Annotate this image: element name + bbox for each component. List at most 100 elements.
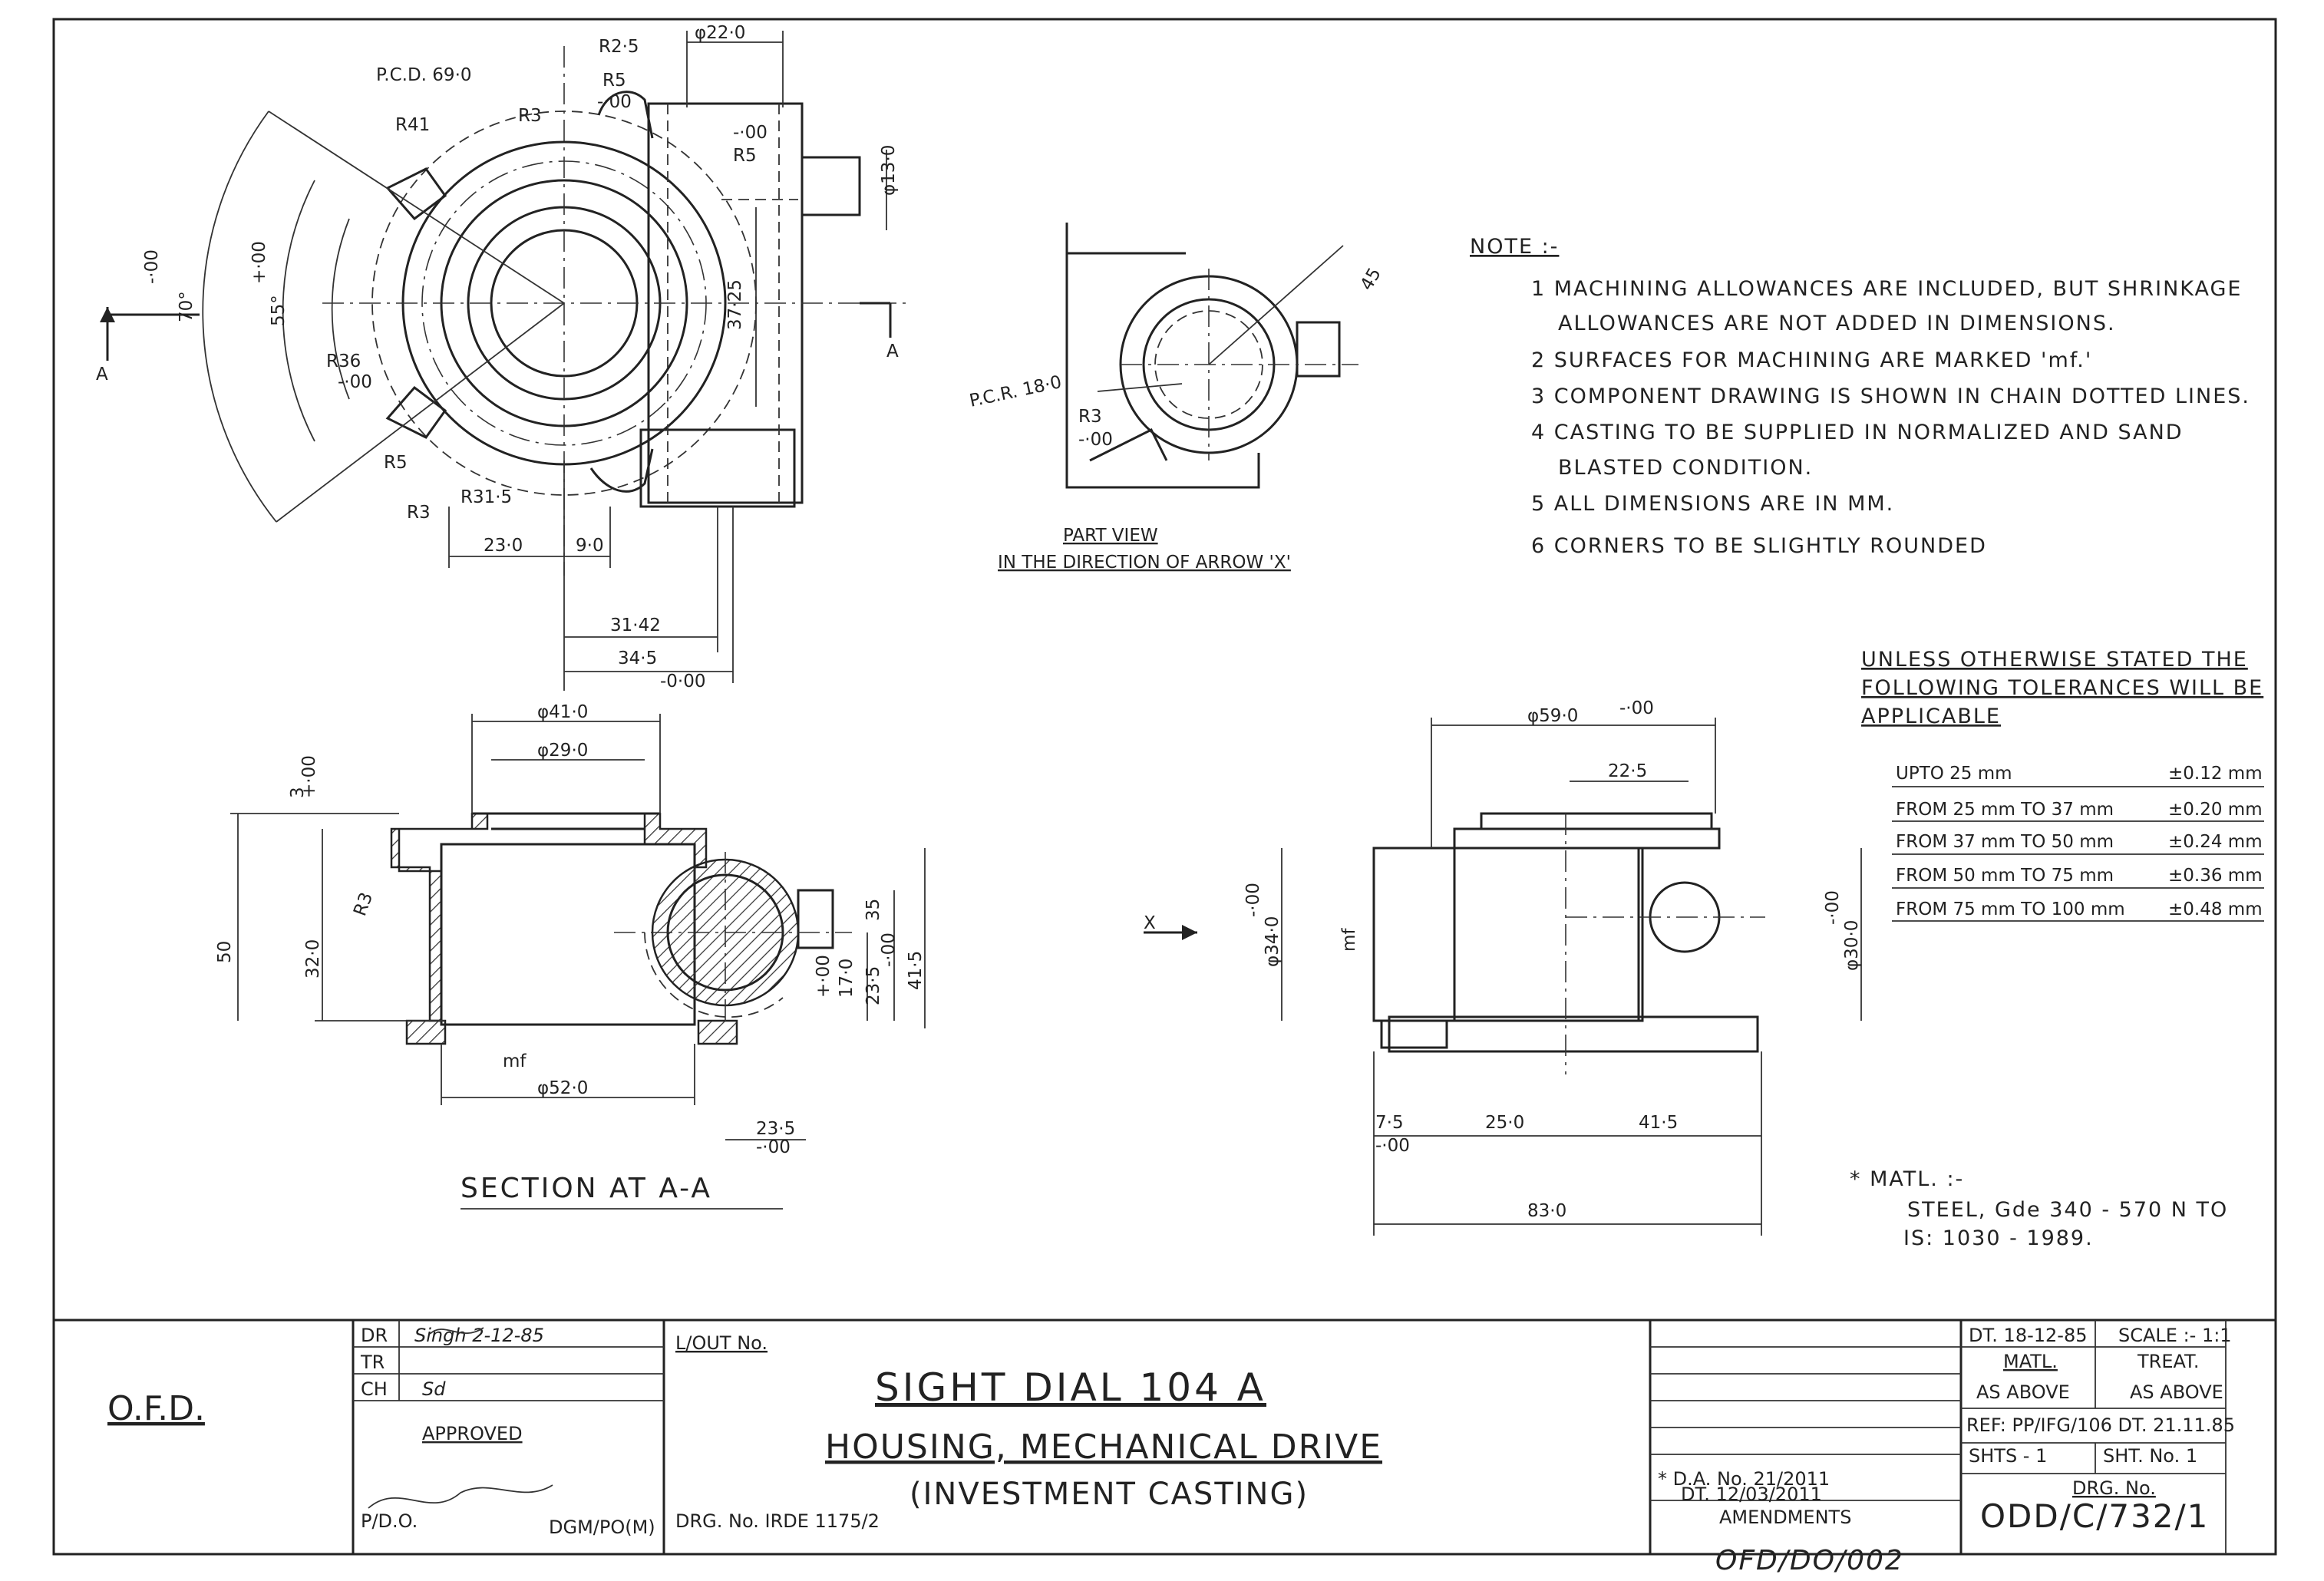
plan-label: +·00	[249, 241, 269, 284]
section-label: 17·0	[837, 959, 857, 998]
plan-view-labels: P.C.D. 69·0 R2·5 φ22·0 R5 -·00 R3 R41 -·…	[96, 23, 899, 691]
drawing-number-label: DRG. No.	[2072, 1477, 2156, 1499]
notes-block: NOTE :- 1 MACHINING ALLOWANCES ARE INCLU…	[1470, 235, 2250, 558]
side-view	[1144, 718, 1862, 1236]
part-view-label: -·00	[1078, 430, 1113, 450]
plan-label: 23·0	[484, 536, 523, 556]
side-label: -·00	[1823, 890, 1843, 925]
plan-label: -0·00	[660, 672, 706, 691]
note-item: 3 COMPONENT DRAWING IS SHOWN IN CHAIN DO…	[1531, 385, 2250, 408]
side-label: -·00	[1243, 883, 1263, 917]
plan-label: R2·5	[599, 37, 639, 57]
section-title: SECTION AT A-A	[461, 1173, 712, 1204]
plan-label: 34·5	[618, 649, 657, 668]
plan-view	[100, 31, 906, 691]
plan-label: R3	[407, 503, 431, 523]
plan-label: -·00	[142, 249, 162, 284]
sheets-label: SHTS - 1	[1969, 1445, 2047, 1467]
part-view-title: PART VIEW	[1063, 526, 1158, 546]
plan-label: R41	[395, 115, 430, 135]
tolerance-value: ±0.24 mm	[2168, 832, 2263, 852]
tolerance-table: UNLESS OTHERWISE STATED THE FOLLOWING TO…	[1861, 648, 2264, 922]
part-view	[1065, 223, 1358, 489]
side-label: φ59·0	[1527, 706, 1578, 726]
tolerance-range: FROM 50 mm TO 75 mm	[1896, 866, 2114, 886]
side-label: -·00	[1619, 698, 1654, 718]
section-label: -·00	[879, 932, 899, 967]
plan-label: -·00	[338, 372, 372, 392]
side-view-labels: φ59·0 -·00 22·5 φ34·0 -·00 φ30·0 -·00 X …	[1144, 698, 1862, 1221]
note-item: 5 ALL DIMENSIONS ARE IN MM.	[1531, 492, 1894, 516]
plan-label: -·00	[733, 123, 768, 143]
material-heading: * MATL. :-	[1850, 1167, 1964, 1191]
dr-signature: Singh 2-12-85	[414, 1325, 544, 1346]
treat-label: TREAT.	[2137, 1351, 2200, 1372]
section-label: φ29·0	[537, 741, 588, 761]
side-label: φ34·0	[1263, 916, 1282, 967]
side-label: 41·5	[1639, 1113, 1678, 1133]
section-label: 50	[215, 941, 235, 963]
ch-label: CH	[361, 1378, 388, 1400]
approved-label: APPROVED	[422, 1423, 523, 1444]
plan-label: φ22·0	[695, 23, 745, 43]
side-label: -·00	[1375, 1136, 1410, 1156]
drawing-title-3: (INVESTMENT CASTING)	[909, 1477, 1309, 1512]
plan-label: R5	[384, 453, 408, 473]
tolerance-range: UPTO 25 mm	[1896, 764, 2012, 784]
side-label: φ30·0	[1842, 920, 1862, 971]
tolerance-value: ±0.12 mm	[2168, 764, 2263, 784]
ref-label: REF: PP/IFG/106 DT. 21.11.85	[1966, 1414, 2235, 1436]
section-label: 3	[288, 787, 308, 798]
matl-value: AS ABOVE	[1976, 1381, 2070, 1403]
amendment-note: DT. 12/03/2011	[1681, 1484, 1822, 1505]
amendment-note: * D.A. No. 21/2011	[1658, 1468, 1830, 1490]
section-label: +·00	[814, 955, 834, 998]
plan-label: 9·0	[576, 536, 604, 556]
section-label: 41·5	[906, 951, 926, 990]
section-view-labels: φ41·0 φ29·0 3 +·00 50 R3 32·0 35 +·00 17…	[215, 702, 926, 1204]
plan-label: φ13·0	[879, 145, 899, 196]
note-item: 2 SURFACES FOR MACHINING ARE MARKED 'mf.…	[1531, 348, 2092, 372]
section-label: R3	[350, 890, 377, 919]
drawing-number: ODD/C/732/1	[1980, 1497, 2209, 1535]
note-item: 6 CORNERS TO BE SLIGHTLY ROUNDED	[1531, 534, 1987, 558]
note-item: 4 CASTING TO BE SUPPLIED IN NORMALIZED A…	[1531, 421, 2184, 444]
tolerance-value: ±0.36 mm	[2168, 866, 2263, 886]
side-label: X	[1144, 913, 1156, 933]
tr-label: TR	[360, 1352, 385, 1373]
date-label: DT. 18-12-85	[1969, 1325, 2088, 1346]
title-block-text: O.F.D. DR Singh 2-12-85 TR CH Sd APPROVE…	[107, 1325, 2235, 1576]
plan-label: 31·42	[610, 616, 661, 635]
drawing-title-2: HOUSING, MECHANICAL DRIVE	[825, 1428, 1382, 1467]
plan-label: R5	[733, 146, 757, 166]
note-item: BLASTED CONDITION.	[1558, 456, 1813, 480]
material-line: IS: 1030 - 1989.	[1903, 1226, 2094, 1250]
section-label: 23·5	[863, 966, 883, 1005]
scale-label: SCALE :- 1:1	[2118, 1325, 2232, 1346]
section-label: 32·0	[303, 939, 323, 979]
plan-label: 37·25	[725, 279, 745, 330]
tolerance-header: APPLICABLE	[1861, 705, 2001, 728]
tolerance-header: FOLLOWING TOLERANCES WILL BE	[1861, 676, 2263, 700]
tolerance-range: FROM 37 mm TO 50 mm	[1896, 832, 2114, 852]
ch-signature: Sd	[422, 1378, 446, 1400]
part-view-label: P.C.R. 18·0	[968, 372, 1064, 411]
plan-label: R5	[602, 71, 626, 91]
section-label: φ41·0	[537, 702, 588, 722]
irde-drawing-ref: DRG. No. IRDE 1175/2	[675, 1510, 880, 1532]
part-view-label: 45	[1357, 265, 1385, 294]
section-label: -·00	[756, 1137, 791, 1157]
side-label: 7·5	[1375, 1113, 1404, 1133]
plan-label: P.C.D. 69·0	[376, 65, 472, 85]
plan-label: 70°	[177, 291, 196, 322]
tolerance-range: FROM 75 mm TO 100 mm	[1896, 899, 2125, 919]
sheet-number-label: SHT. No. 1	[2103, 1445, 2197, 1467]
section-mark-a: A	[886, 342, 899, 361]
title-block	[54, 1319, 2276, 1554]
part-view-labels: PART VIEW IN THE DIRECTION OF ARROW 'X' …	[968, 265, 1385, 573]
ofd-label: O.F.D.	[107, 1389, 205, 1428]
part-view-label: R3	[1078, 407, 1102, 427]
side-label: 83·0	[1527, 1201, 1566, 1221]
tolerance-value: ±0.20 mm	[2168, 800, 2263, 820]
